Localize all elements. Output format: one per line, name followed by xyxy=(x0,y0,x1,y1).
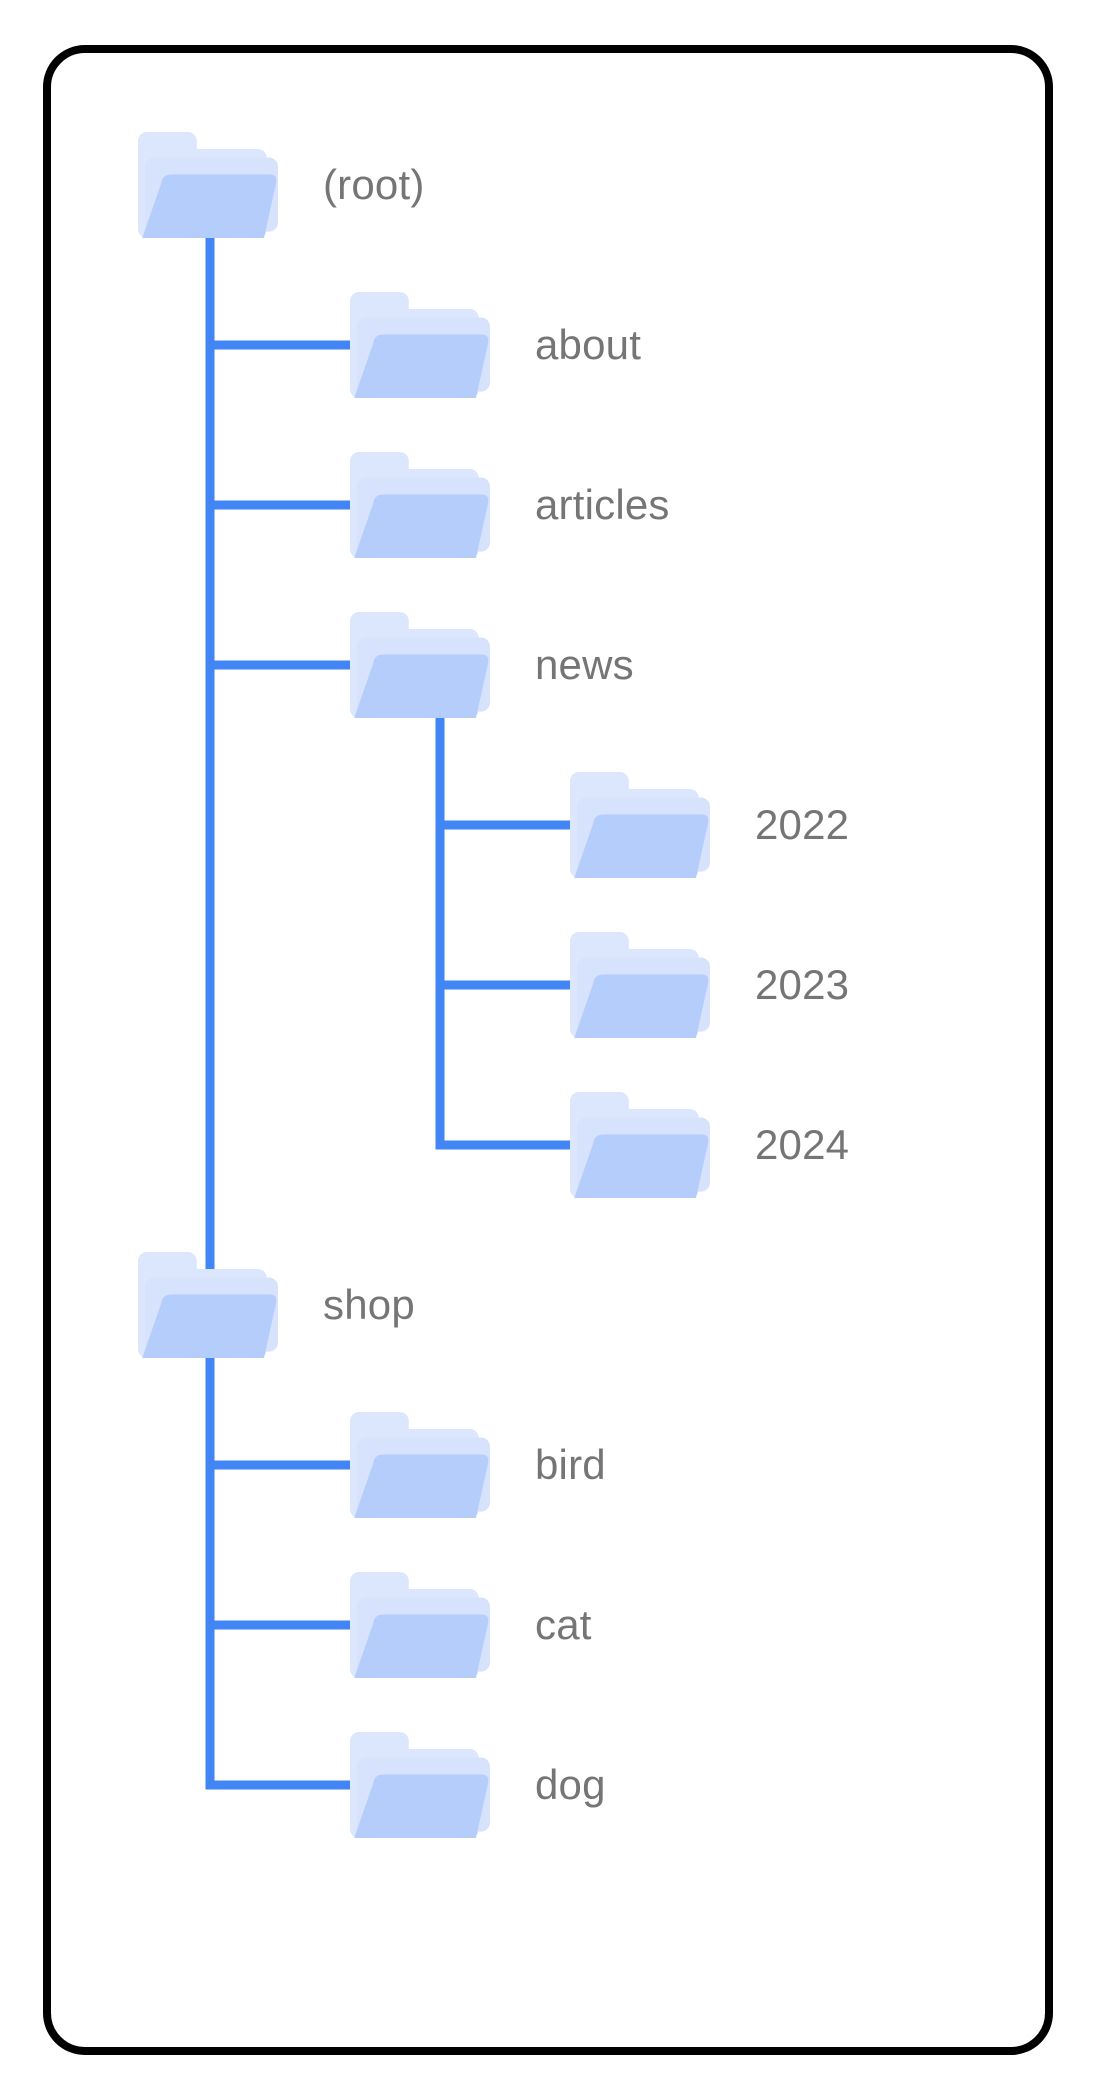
folder-label-bird[interactable]: bird xyxy=(535,1441,606,1488)
folder-icon xyxy=(350,612,490,718)
folder-icon xyxy=(138,1252,278,1358)
folder-label-dog[interactable]: dog xyxy=(535,1761,606,1808)
tree-connector xyxy=(205,185,215,1310)
tree-connector xyxy=(205,1305,368,1790)
folder-icon xyxy=(570,1092,710,1198)
folder-label-2022[interactable]: 2022 xyxy=(755,801,850,848)
folder-label-2023[interactable]: 2023 xyxy=(755,961,850,1008)
folder-icon xyxy=(350,1572,490,1678)
connector-layer xyxy=(205,185,588,1790)
folder-label-about[interactable]: about xyxy=(535,321,642,368)
folder-label-articles[interactable]: articles xyxy=(535,481,670,528)
folder-label-shop[interactable]: shop xyxy=(323,1281,415,1328)
folder-icon xyxy=(350,292,490,398)
folder-label-root[interactable]: (root) xyxy=(323,161,425,208)
folder-label-2024[interactable]: 2024 xyxy=(755,1121,850,1168)
folder-icon xyxy=(570,772,710,878)
tree-connector xyxy=(435,665,588,1150)
folder-icon-layer xyxy=(138,132,710,1838)
folder-icon xyxy=(570,932,710,1038)
folder-icon xyxy=(350,1732,490,1838)
folder-icon xyxy=(350,452,490,558)
tree-connector xyxy=(205,185,368,670)
folder-icon xyxy=(138,132,278,238)
folder-label-news[interactable]: news xyxy=(535,641,634,688)
folder-label-cat[interactable]: cat xyxy=(535,1601,592,1648)
folder-icon xyxy=(350,1412,490,1518)
